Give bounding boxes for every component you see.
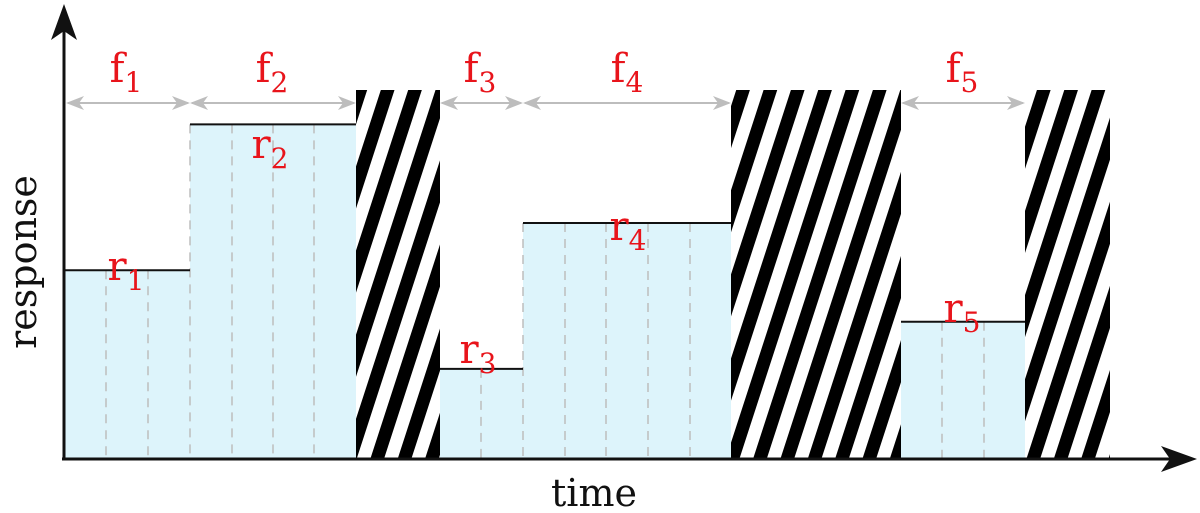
response-label-r1: r1 <box>108 244 145 297</box>
frame-arrowhead-left-f3 <box>440 96 458 110</box>
response-fill-r1 <box>64 270 190 459</box>
hatched-gap-1 <box>356 90 440 459</box>
frame-arrowhead-right-f1 <box>172 96 190 110</box>
y-axis-label: response <box>1 175 45 349</box>
frame-arrowhead-left-f5 <box>901 96 919 110</box>
frame-arrowhead-right-f3 <box>505 96 523 110</box>
x-axis-label: time <box>551 471 637 513</box>
frame-arrowhead-left-f2 <box>190 96 208 110</box>
frame-label-f4: f4 <box>611 46 644 99</box>
response-fill-r3 <box>440 368 523 459</box>
response-fill-r5 <box>901 321 1025 459</box>
response-fill-r4 <box>523 223 731 459</box>
frame-arrowhead-right-f5 <box>1007 96 1025 110</box>
frame-arrowhead-left-f4 <box>523 96 541 110</box>
response-label-r3: r3 <box>460 327 497 380</box>
x-axis-arrowhead <box>1161 446 1197 472</box>
response-label-r5: r5 <box>944 286 981 339</box>
frame-arrowhead-right-f4 <box>713 96 731 110</box>
frame-arrowhead-left-f1 <box>66 96 84 110</box>
response-label-r4: r4 <box>610 204 647 257</box>
response-label-r2: r2 <box>252 122 289 175</box>
frame-label-f5: f5 <box>946 46 979 99</box>
frame-label-f2: f2 <box>256 46 289 99</box>
frame-arrowhead-right-f2 <box>338 96 356 110</box>
frame-label-f3: f3 <box>464 46 497 99</box>
frame-label-f1: f1 <box>110 46 143 99</box>
hatched-gap-3 <box>1025 90 1110 459</box>
y-axis-arrowhead <box>51 4 77 40</box>
hatched-gap-2 <box>731 90 901 459</box>
